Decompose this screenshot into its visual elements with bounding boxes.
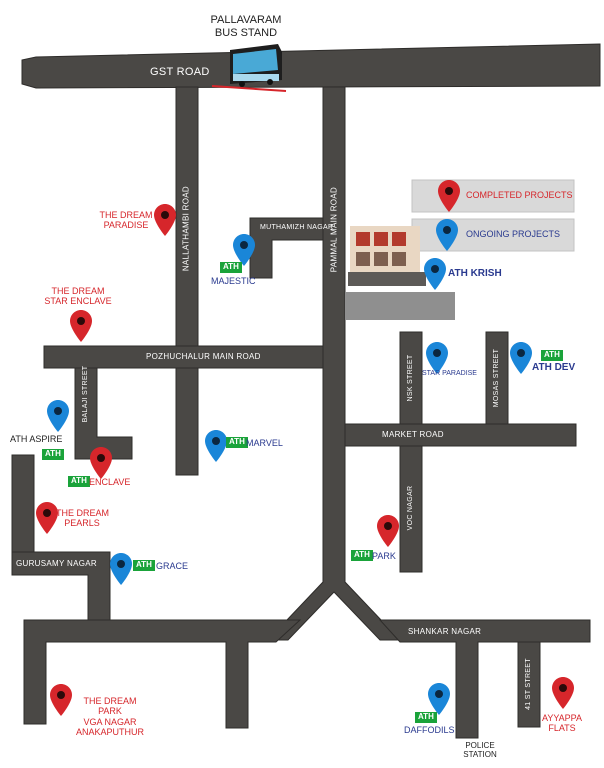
nallathambi-road-label: NALLATHAMBI ROAD [181,186,191,272]
shankar-label: SHANKAR NAGAR [408,627,482,636]
dream-park-label[interactable]: THE DREAM PARK VGA NAGAR ANAKAPUTHUR [70,696,150,737]
park-badge: ATH [351,550,373,561]
daffodils-label[interactable]: DAFFODILS [404,725,455,735]
bus-stand-title-line1: PALLAVARAM [210,14,282,26]
dream-pearls-line1: THE DREAM [56,508,110,518]
muthamizh-nagar-road [249,217,324,279]
ayyappa-flats-label[interactable]: AYYAPPA FLATS [536,713,588,734]
pin-ayyappa-flats[interactable] [552,677,574,709]
legend-completed-label: COMPLETED PROJECTS [466,190,573,200]
ath-dev-label[interactable]: ATH DEV [532,362,576,373]
dream-paradise-label[interactable]: THE DREAM PARADISE [96,210,156,231]
pin-dream-park[interactable] [50,684,72,716]
enclave-label[interactable]: ENCLAVE [89,477,131,487]
dream-park-line4: ANAKAPUTHUR [75,727,144,738]
nsk-street [399,331,423,425]
pin-enclave[interactable] [90,447,112,479]
balaji-street [74,367,133,460]
bottom-road [23,619,302,729]
bus-stand-marker [211,85,287,92]
star-paradise-label[interactable]: STAR PARADISE [422,370,477,377]
pin-dream-paradise[interactable] [154,204,176,236]
dream-park-line3: VGA NAGAR [83,716,137,727]
41-st-label: 41 ST STREET [524,658,532,710]
pin-ath-dev[interactable] [510,342,532,374]
bus-icon [230,44,282,87]
police-station-label: POLICE STATION [448,741,512,759]
grace-badge: ATH [133,560,155,571]
dream-star-enclave-label[interactable]: THE DREAM STAR ENCLAVE [38,286,118,307]
marvel-label[interactable]: MARVEL [246,438,283,448]
market-road [344,423,577,447]
dream-star-line2: STAR ENCLAVE [44,296,112,307]
mosas-street [485,331,509,425]
41-st-street [517,641,541,728]
pin-dream-star-enclave[interactable] [70,310,92,342]
pin-park[interactable] [377,515,399,547]
pammal-main-road [266,86,402,641]
legend-ongoing-label: ONGOING PROJECTS [466,229,561,239]
police-line2: STATION [463,750,497,760]
gurusamy-label: GURUSAMY NAGAR [16,559,97,568]
daffodils-badge: ATH [415,712,437,723]
ath-aspire-label[interactable]: ATH ASPIRE [10,434,63,444]
voc-nagar-road [399,445,423,573]
dream-paradise-line2: PARADISE [103,220,149,231]
balaji-label: BALAJI STREET [81,365,89,423]
pin-daffodils[interactable] [428,683,450,715]
ath-dev-badge: ATH [541,350,563,361]
bus-stand-title: PALLAVARAM BUS STAND [206,14,286,39]
gst-road [21,43,601,89]
ath-krish-building [345,226,455,320]
pin-ath-aspire[interactable] [47,400,69,432]
ath-krish-label[interactable]: ATH KRISH [448,268,502,279]
ayyappa-line2: FLATS [548,723,576,734]
road-network [11,43,601,739]
marvel-badge: ATH [226,437,248,448]
ath-aspire-badge: ATH [42,449,64,460]
pozhuchalur-label: POZHUCHALUR MAIN ROAD [146,352,261,361]
pin-dream-pearls[interactable] [36,502,58,534]
bus-stand-title-line2: BUS STAND [214,26,278,39]
majestic-badge: ATH [220,262,242,273]
pozhuchalur-main-road [43,345,324,369]
police-line1: POLICE [465,741,495,750]
legend-completed-box [411,179,575,213]
muthamizh-label: MUTHAMIZH NAGAR [260,224,334,231]
shankar-nagar-road [378,619,591,739]
grace-label[interactable]: GRACE [156,561,189,571]
market-road-label: MARKET ROAD [382,430,444,439]
pin-grace[interactable] [110,553,132,585]
enclave-badge: ATH [68,476,90,487]
park-label[interactable]: PARK [372,551,396,561]
nallathambi-road [175,86,199,476]
voc-label: VOC NAGAR [406,485,414,531]
dream-pearls-label[interactable]: THE DREAM PEARLS [56,508,110,529]
dream-star-line1: THE DREAM [51,286,105,296]
dream-paradise-line1: THE DREAM [99,210,153,220]
gst-road-label: GST ROAD [150,66,210,78]
dream-park-line1: THE DREAM [83,696,137,706]
majestic-label[interactable]: MAJESTIC [211,276,256,286]
mosas-label: MOSAS STREET [492,348,500,408]
dream-park-line2: PARK [98,706,122,717]
nsk-label: NSK STREET [406,354,414,402]
ayyappa-line1: AYYAPPA [541,713,583,723]
dream-pearls-line2: PEARLS [64,518,100,529]
pin-marvel[interactable] [205,430,227,462]
pin-ath-krish[interactable] [424,258,446,290]
